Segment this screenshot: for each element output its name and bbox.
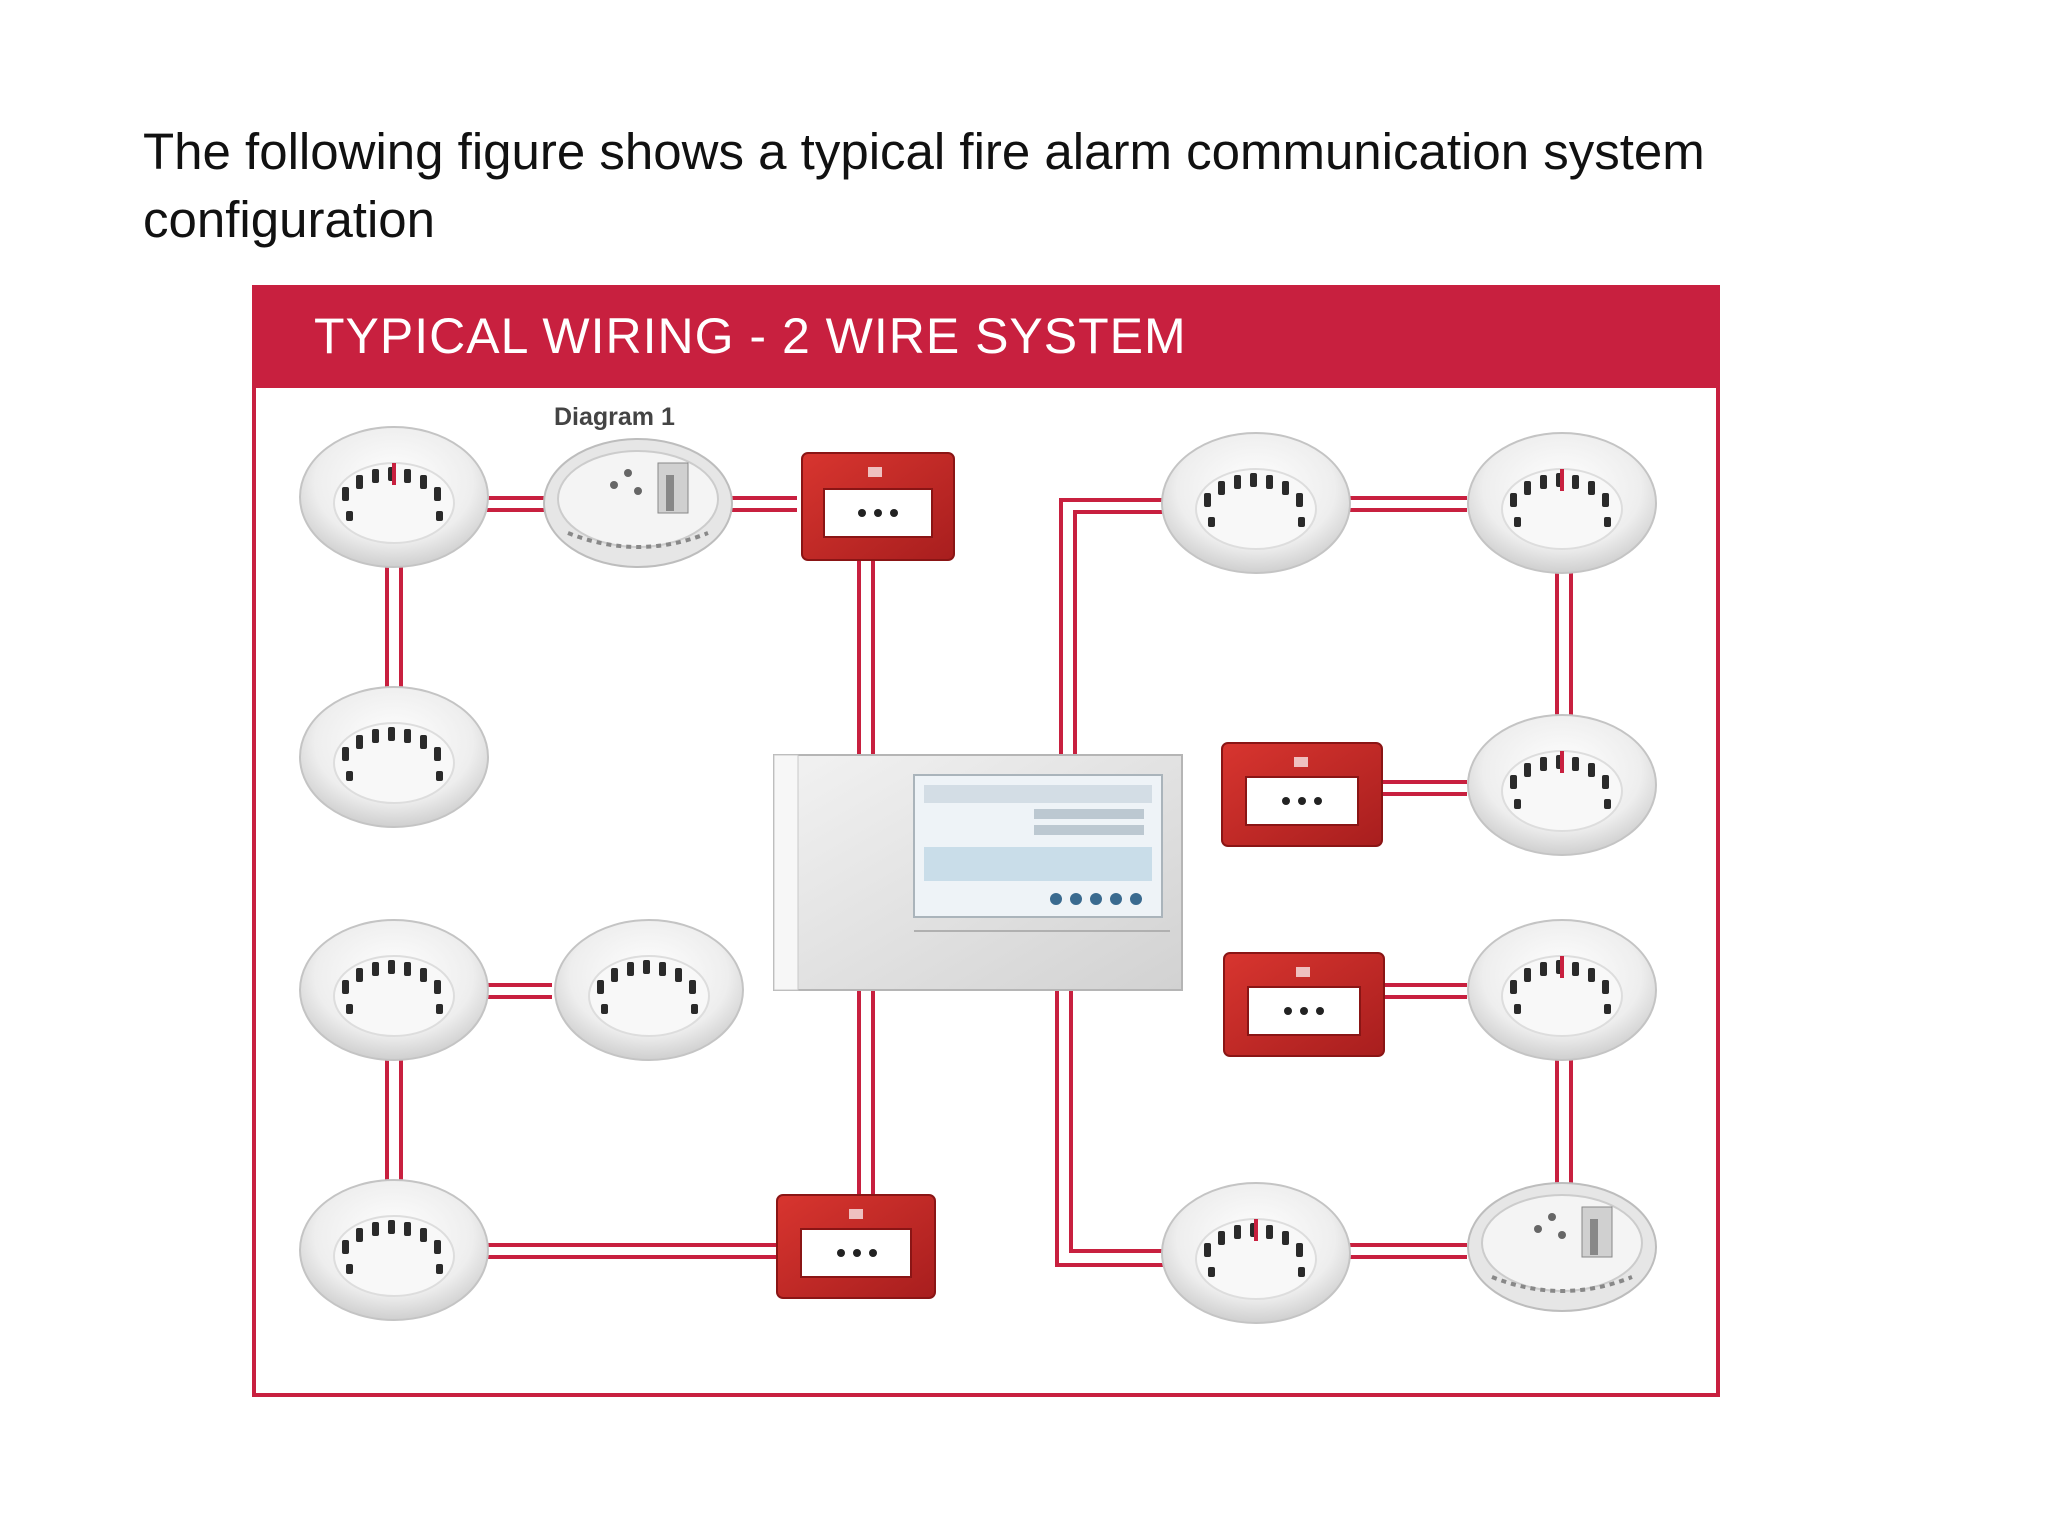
figure-title: TYPICAL WIRING - 2 WIRE SYSTEM [314, 308, 1187, 364]
wiring-diagram-svg: TYPICAL WIRING - 2 WIRE SYSTEM Diagram 1 [252, 285, 1720, 1397]
smoke-detector [1161, 432, 1351, 574]
smoke-detector [299, 919, 489, 1061]
smoke-detector [299, 426, 489, 568]
figure-subtitle: Diagram 1 [554, 403, 675, 431]
title-banner [254, 287, 1718, 388]
detector-base [1467, 1182, 1657, 1312]
manual-call-point [776, 1194, 936, 1299]
manual-call-point [801, 452, 955, 561]
manual-call-point [1223, 952, 1385, 1057]
slide-caption: The following figure shows a typical fir… [143, 123, 1705, 248]
smoke-detector [1161, 1182, 1351, 1324]
smoke-detector [1467, 919, 1657, 1061]
smoke-detector [1467, 432, 1657, 574]
smoke-detector [299, 1179, 489, 1321]
manual-call-point [1221, 742, 1383, 847]
wiring-diagram: TYPICAL WIRING - 2 WIRE SYSTEM Diagram 1 [252, 285, 1720, 1397]
smoke-detector [299, 686, 489, 828]
smoke-detector [1467, 714, 1657, 856]
fire-alarm-control-panel [773, 754, 1183, 991]
smoke-detector [554, 919, 744, 1061]
detector-base [543, 438, 733, 568]
